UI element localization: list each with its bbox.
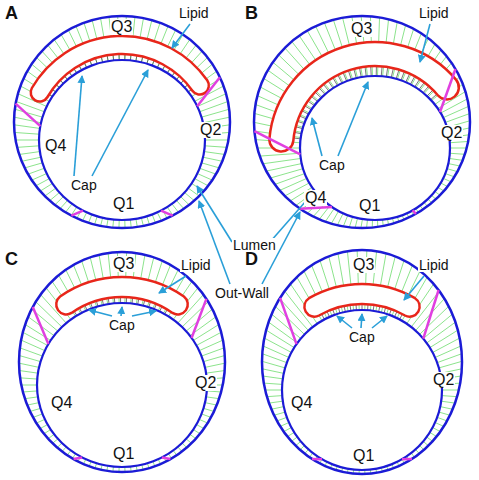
quadrant-divider [280, 298, 296, 344]
lumen-border [37, 303, 207, 467]
quadrant-label: Q4 [44, 138, 67, 154]
quadrant-divider [71, 211, 83, 216]
leader-arrow [372, 316, 387, 328]
leader-arrow [89, 310, 112, 316]
lumen-border [282, 310, 442, 470]
outer-wall [254, 16, 470, 228]
quadrant-label: Q2 [199, 122, 222, 138]
quadrant-label: Q3 [352, 257, 375, 273]
quadrant-label: Q1 [352, 448, 375, 464]
leader-arrows [74, 24, 430, 328]
panel-letter: B [244, 4, 259, 22]
lumen-border [300, 76, 450, 220]
quadrant-label: Q1 [112, 196, 135, 212]
quadrant-divider [402, 458, 412, 461]
panel-letter: D [244, 250, 259, 268]
leader-arrow [197, 186, 232, 242]
panel-letter: C [4, 250, 19, 268]
callout-label: Lipid [178, 6, 210, 20]
quadrant-divider [440, 69, 456, 112]
callout-label: Lipid [180, 258, 212, 272]
quadrant-divider [300, 207, 332, 209]
vessel-section [0, 0, 292, 310]
leader-arrow [312, 118, 322, 156]
vessel-section [192, 220, 479, 480]
outer-wall [14, 16, 230, 228]
quadrant-divider [33, 307, 49, 344]
quadrant-divider [161, 211, 173, 216]
quadrant-divider [197, 77, 220, 106]
callout-label: Lipid [418, 258, 450, 272]
leader-arrow [337, 316, 352, 328]
quadrant-divider [192, 299, 207, 338]
quadrant-label: Q3 [350, 21, 373, 37]
wall-hatching [0, 0, 292, 310]
leader-arrow [361, 314, 362, 328]
quadrant-divider [312, 458, 322, 461]
quadrant-divider [423, 290, 438, 339]
leader-arrow [159, 276, 186, 293]
wall-hatching [0, 215, 292, 480]
callout-label: Cap [70, 178, 98, 192]
wall-hatching [192, 220, 479, 480]
callout-label: Cap [318, 158, 346, 172]
leader-arrow [132, 311, 156, 316]
leader-arrow [92, 70, 148, 176]
quadrant-label: Q2 [194, 375, 217, 391]
vessel-section [205, 0, 479, 318]
quadrant-divider [254, 131, 300, 154]
leader-arrow [172, 24, 190, 48]
quadrant-divider [413, 210, 417, 213]
quadrant-divider [16, 104, 41, 127]
quadrant-label: Q3 [110, 19, 133, 35]
callout-label: Cap [108, 318, 136, 332]
callout-label: Cap [348, 330, 376, 344]
quadrant-label: Q1 [112, 446, 135, 462]
quadrant-label: Q4 [290, 395, 313, 411]
outer-wall [262, 250, 462, 474]
quadrant-label: Q4 [50, 395, 73, 411]
quadrant-divider [74, 457, 83, 459]
quadrant-label: Q2 [440, 125, 463, 141]
panel-letter: A [4, 4, 19, 22]
quadrant-label: Q4 [304, 190, 327, 206]
callout-label: Lipid [418, 6, 450, 20]
callout-label: Lumen [232, 238, 277, 252]
leader-arrow [420, 24, 430, 62]
outer-wall [19, 252, 225, 472]
leader-arrow [404, 276, 424, 300]
quadrant-divider [162, 457, 171, 459]
quadrant-label: Q3 [112, 256, 135, 272]
quadrant-label: Q2 [432, 372, 455, 388]
lumen-border [39, 60, 205, 220]
leader-arrow [74, 76, 82, 176]
quadrant-label: Q1 [358, 198, 381, 214]
leader-arrow [121, 307, 122, 316]
callout-label: Out-Wall [214, 286, 270, 300]
vessel-section [0, 215, 292, 480]
wall-hatching [205, 0, 479, 318]
leader-arrow [338, 82, 368, 156]
